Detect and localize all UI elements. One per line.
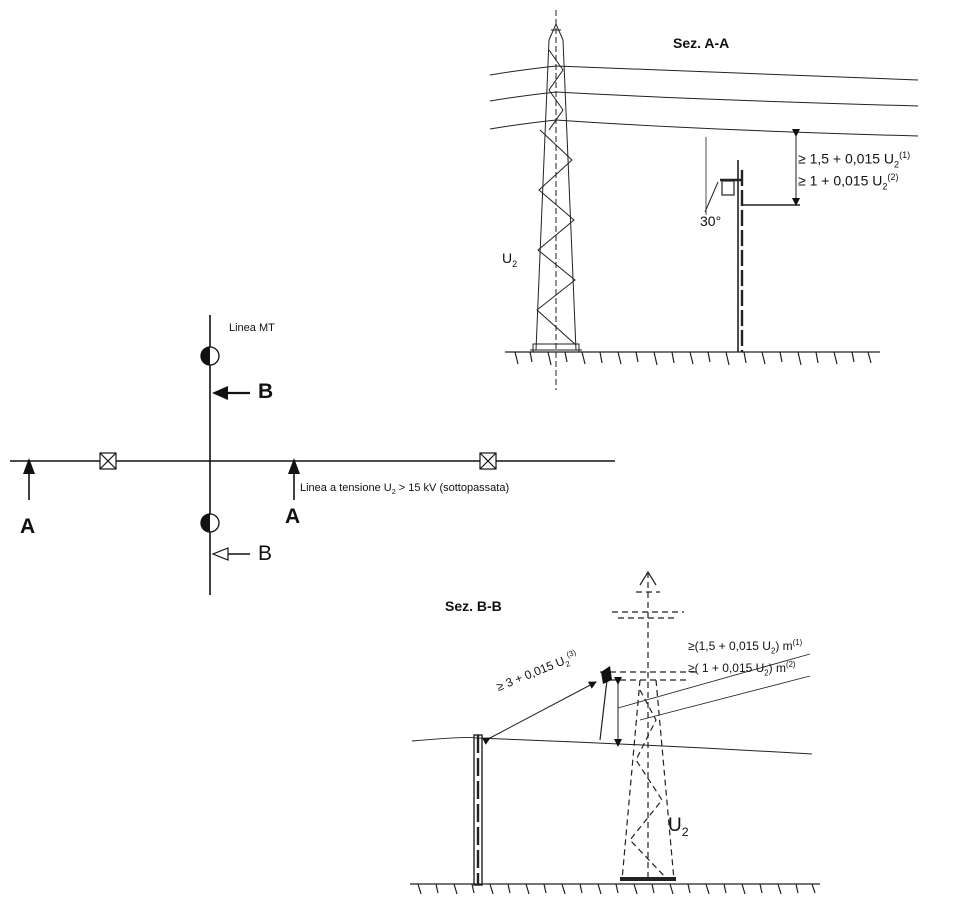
mt-pole-symbol-top: [200, 346, 220, 366]
support-symbol-right: [479, 452, 497, 470]
mt-pole-symbol-bottom: [200, 513, 220, 533]
section-aa-title: Sez. A-A: [673, 35, 730, 51]
aa-conductor-1: [489, 65, 919, 81]
line-mt-label: Linea MT: [229, 322, 275, 334]
section-letter-b-top: B: [258, 380, 274, 403]
aa-tower-label: U2: [502, 250, 518, 269]
bb-clearance-2: ≥( 1 + 0,015 U2) m(2): [688, 660, 796, 678]
line-u2-label: Linea a tensione U2 > 15 kV (sottopassat…: [300, 482, 510, 497]
bb-mt-pole: [473, 734, 483, 886]
section-bb-title: Sez. B-B: [445, 598, 502, 614]
aa-angle-label: 30°: [700, 213, 722, 229]
section-letter-b-bottom: B: [258, 542, 273, 565]
section-bb: [410, 570, 820, 895]
bb-lattice-tower: [600, 572, 696, 881]
aa-conductor-3: [489, 119, 919, 137]
aa-clearance-2: ≥ 1 + 0,015 U2(2): [798, 172, 899, 192]
aa-ground: [505, 351, 880, 366]
aa-lattice-tower: [530, 10, 582, 390]
plan-view: [10, 315, 615, 595]
bb-tower-label: U2: [668, 815, 689, 839]
aa-conductor-2: [489, 91, 919, 107]
section-letter-a-left: A: [20, 515, 36, 538]
section-aa: [489, 10, 919, 390]
bb-ground: [410, 883, 820, 895]
aa-mt-pole: [704, 137, 800, 352]
bb-conductor: [411, 736, 813, 755]
bb-clearance-1: ≥(1,5 + 0,015 U2) m(1): [688, 638, 803, 656]
section-letter-a-right: A: [285, 505, 301, 528]
aa-clearance-1: ≥ 1,5 + 0,015 U2(1): [798, 150, 911, 170]
support-symbol-left: [99, 452, 117, 470]
